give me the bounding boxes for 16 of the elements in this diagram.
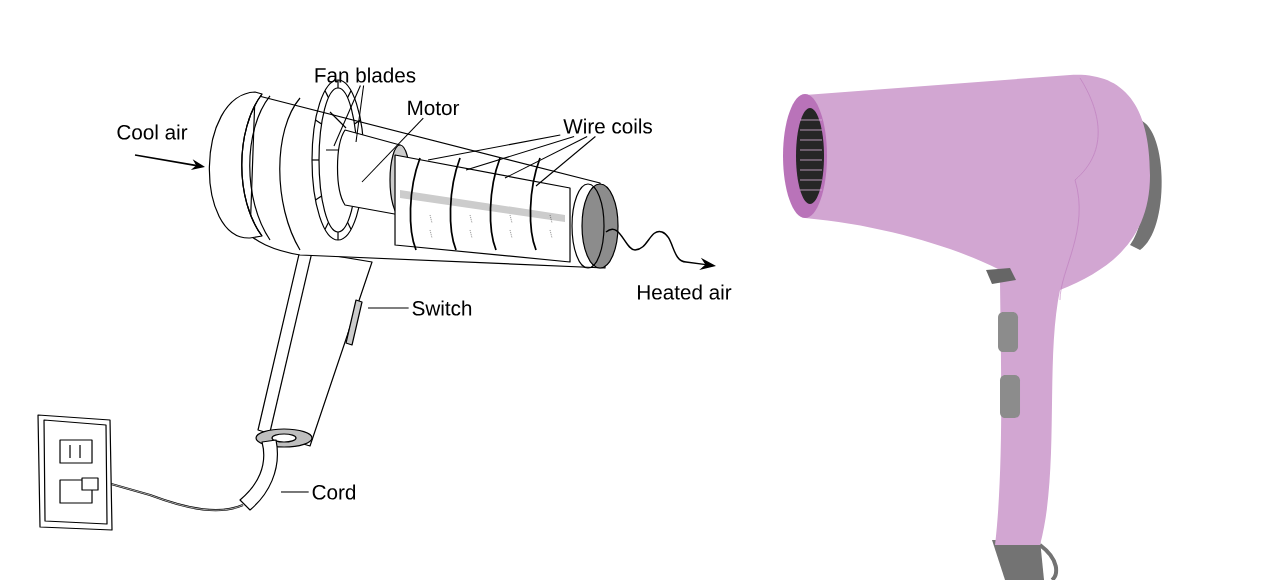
flow-label: Cool air <box>117 124 188 140</box>
part-label: Wire coils <box>563 118 652 134</box>
part-label: Cord <box>312 484 356 500</box>
leader-line <box>504 135 588 179</box>
leader-line <box>355 85 365 143</box>
leader-line <box>280 491 310 493</box>
leader-line <box>361 117 424 183</box>
leader-line <box>427 134 561 161</box>
part-label: Motor <box>408 100 460 116</box>
flow-label: Heated air <box>638 284 732 300</box>
part-label: Switch <box>412 300 472 316</box>
leader-line <box>367 307 410 309</box>
leader-line <box>535 135 596 187</box>
leader-line <box>333 85 361 147</box>
part-label: Fan blades <box>315 67 416 83</box>
leader-line <box>465 135 575 171</box>
